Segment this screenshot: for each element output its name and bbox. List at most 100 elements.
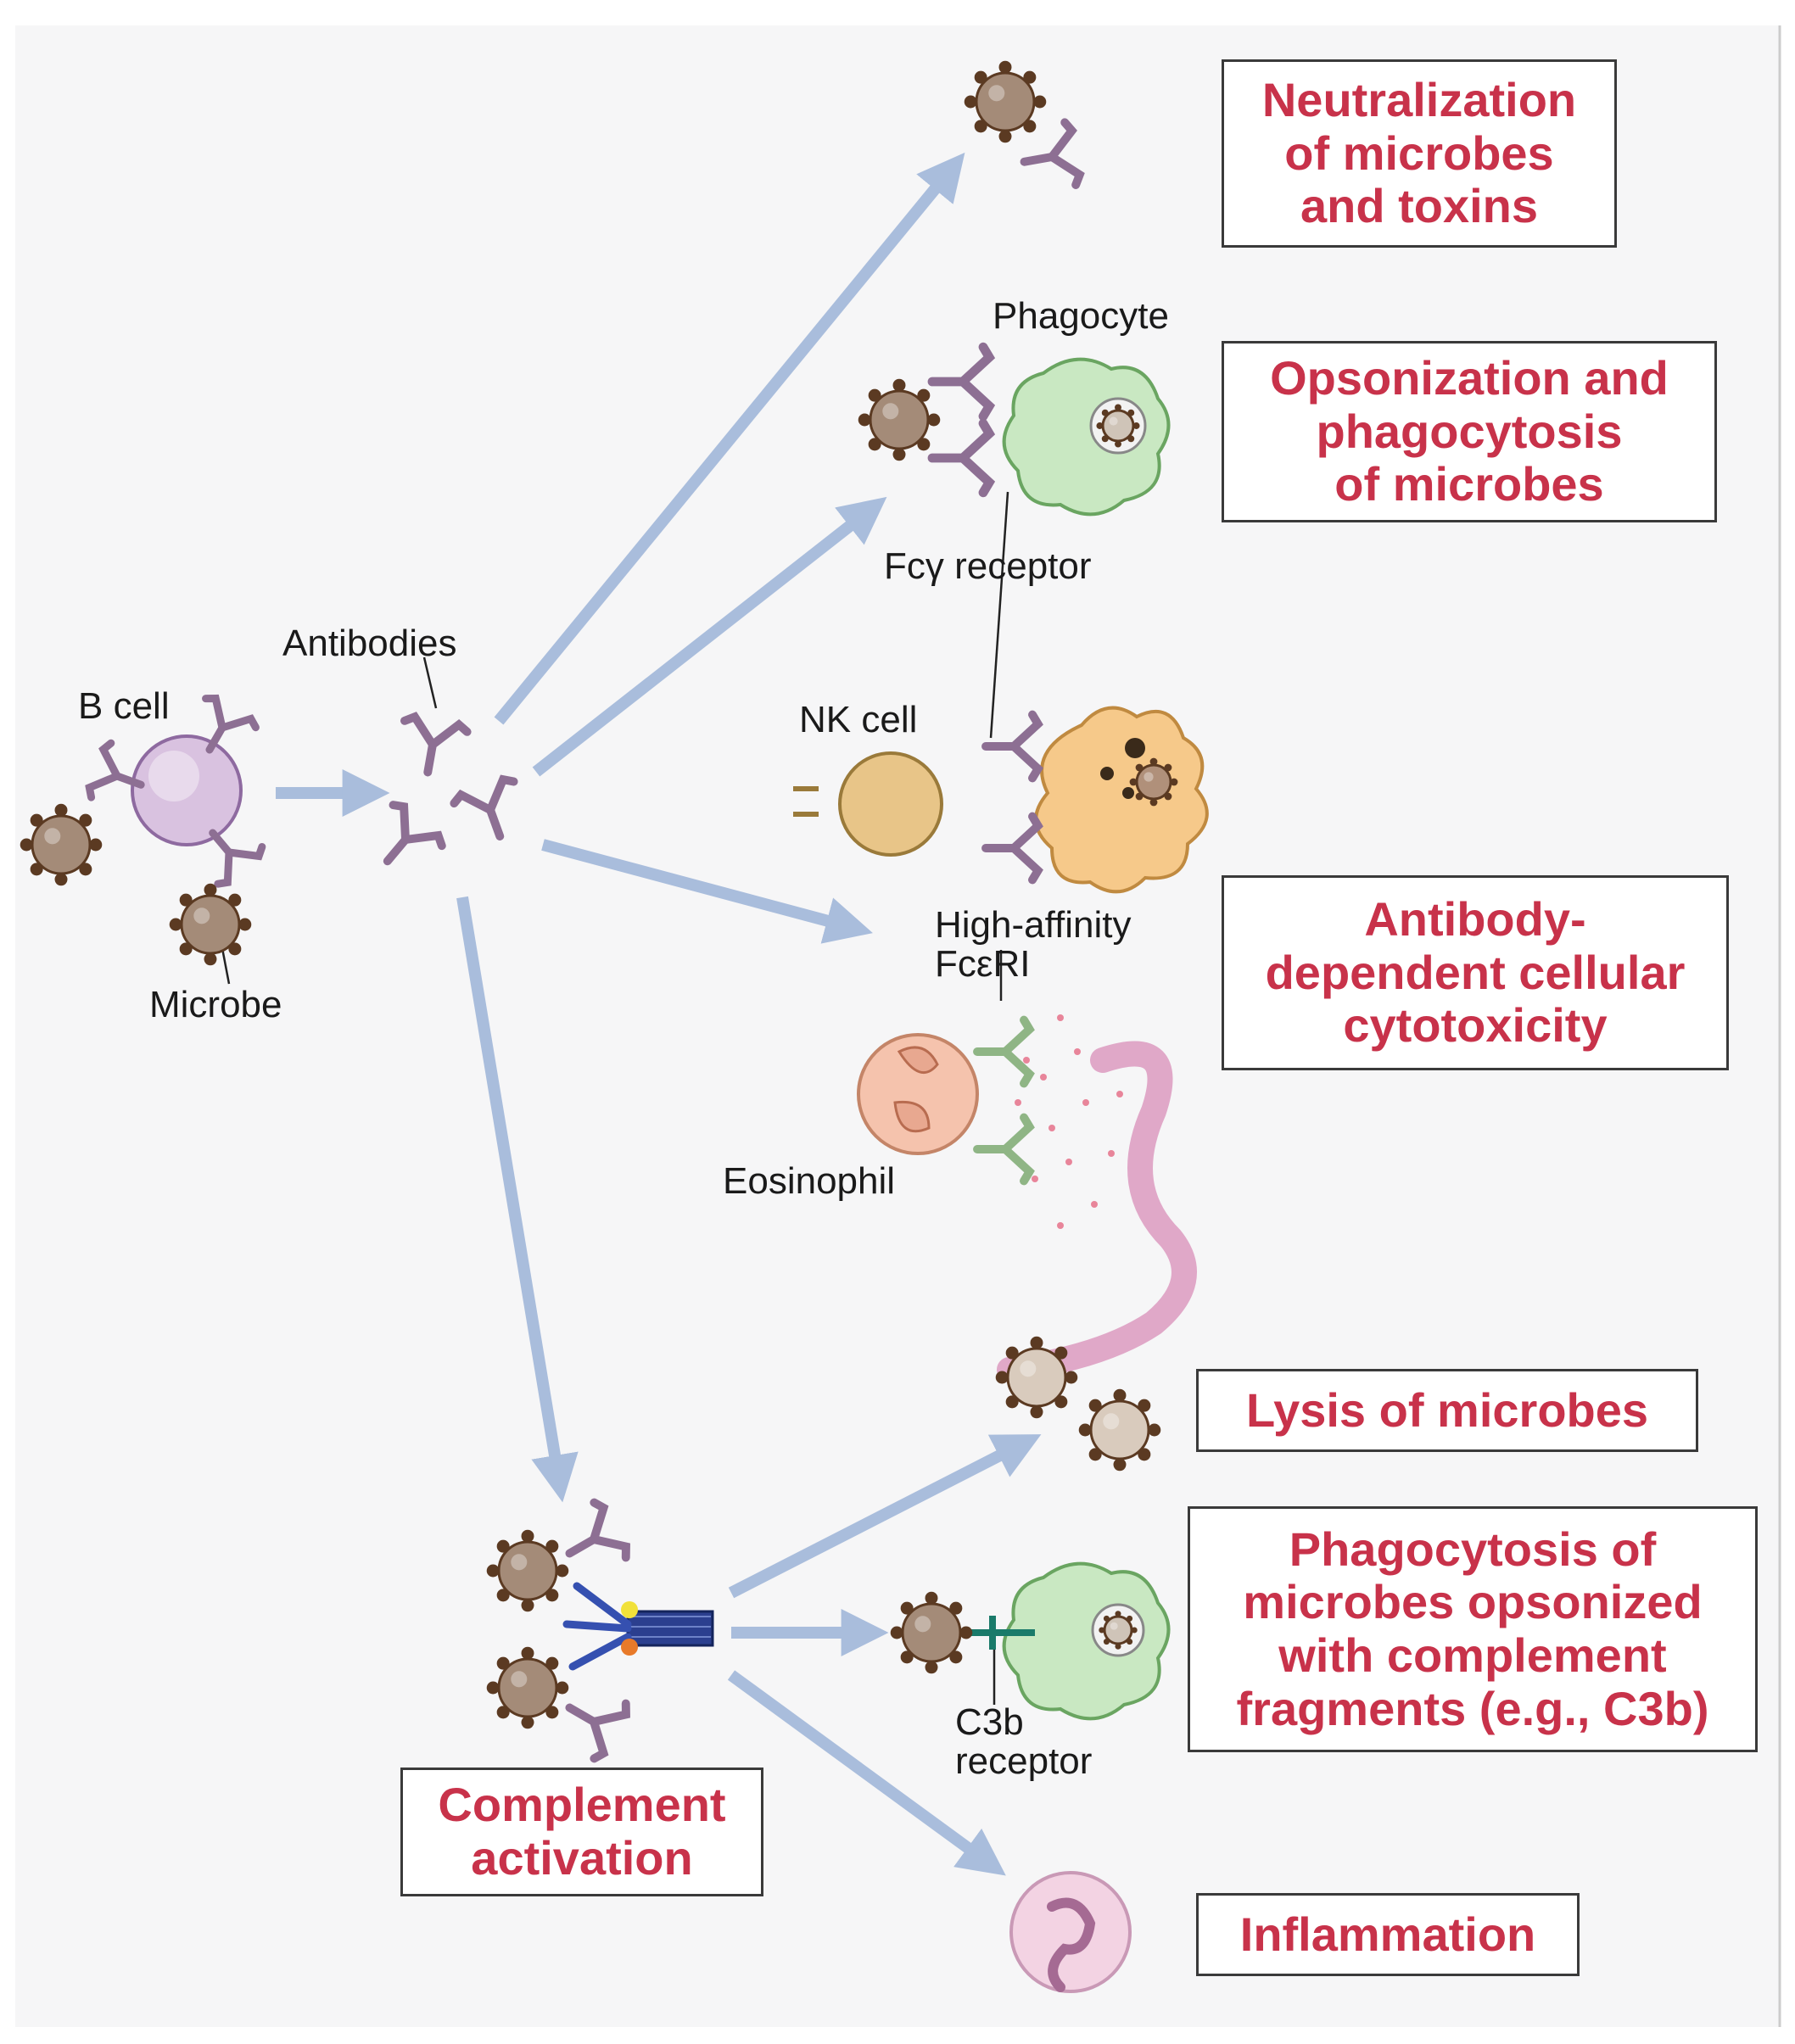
flow-arrow (728, 1434, 1042, 1599)
microbe-spike (998, 130, 1012, 143)
complement-c3 (621, 1601, 638, 1618)
microbe-spike (868, 388, 881, 402)
complement-antibody (565, 1498, 630, 1562)
free-antibody (400, 712, 472, 777)
free-antibody (383, 801, 446, 866)
microbe-spike (998, 60, 1012, 74)
microbe-body (975, 71, 1036, 132)
microbe-spike (204, 883, 217, 896)
leader-lines (221, 491, 1009, 1705)
microbe-spike (1005, 1395, 1019, 1409)
complement-antibody (565, 1699, 630, 1763)
microbe-spike (30, 813, 43, 827)
microbe-spike (1170, 778, 1178, 786)
leader-line (422, 656, 438, 709)
microbe-spike (20, 838, 33, 852)
microbe-spike (995, 1371, 1009, 1384)
microbe-spike (949, 1650, 963, 1664)
antibody-left-arm (202, 694, 226, 732)
microbe-highlight (988, 85, 1005, 102)
microbe-spike (486, 1681, 500, 1695)
antibody-right-arm (958, 377, 996, 422)
released-granule (1057, 1014, 1064, 1021)
ige-antibody (973, 1015, 1035, 1088)
antibody-left-arm (85, 772, 121, 801)
microbe-spike (892, 448, 906, 461)
microbe-spike (1088, 1399, 1102, 1412)
antibody-left-arm (1048, 118, 1077, 161)
microbe-spike (1138, 1448, 1151, 1461)
released-granule (1082, 1099, 1089, 1106)
antibody-right-arm (401, 830, 446, 851)
antibody-left-arm (958, 342, 996, 387)
flow-arrows (276, 152, 1042, 1876)
microbe-spike (1115, 404, 1121, 411)
microbe-highlight (914, 1616, 931, 1633)
eosinophil-label: Eosinophil (723, 1160, 896, 1202)
microbe-spike (1023, 70, 1037, 84)
phagocyte-label: Phagocyte (993, 295, 1169, 337)
antibody-stem (1020, 153, 1056, 166)
microbe-spike (1115, 1611, 1121, 1617)
eosinophil-nucleus (893, 1046, 939, 1133)
microbe-spike (228, 942, 242, 956)
released-granule (1040, 1074, 1047, 1081)
antibody-left-arm (225, 842, 266, 861)
nk-receptor (793, 786, 819, 817)
released-granule (1015, 1099, 1021, 1106)
microbe-spike (890, 1626, 903, 1639)
b-cell-label: B cell (78, 685, 170, 727)
antibody-left-arm (1001, 1015, 1035, 1056)
opsonizing-antibody (927, 418, 996, 498)
microbe-spike (1023, 120, 1037, 133)
microbe-spike (486, 1564, 500, 1578)
microbe-spike (556, 1564, 569, 1578)
free-antibody (450, 774, 518, 840)
nk-cell (838, 751, 943, 857)
complement-c5 (621, 1639, 638, 1656)
released-granule (1074, 1048, 1081, 1055)
cells-layer (131, 357, 1209, 1993)
complement-proteins (562, 1582, 632, 1671)
released-granule (1116, 1091, 1123, 1097)
phagocytosis-c3b-box: Phagocytosis of microbes opsonized with … (1188, 1506, 1758, 1752)
lysis-box: Lysis of microbes (1196, 1369, 1698, 1452)
microbe-body (1089, 1399, 1150, 1460)
microbe-spike (179, 893, 193, 907)
microbe-icon (169, 883, 252, 966)
microbe-spike (1131, 1627, 1138, 1634)
microbe-label: Microbe (149, 984, 282, 1025)
lysed-microbe-icon (1078, 1388, 1161, 1472)
antibody-stem (565, 1703, 598, 1726)
antibodies-label: Antibodies (282, 623, 457, 664)
microbe-body (1101, 409, 1135, 443)
microbe-spike (1099, 1627, 1105, 1634)
microbe-highlight (1144, 772, 1154, 782)
c3b-receptor-label: C3b receptor (955, 1701, 1093, 1783)
neutralization-box: Neutralization of microbes and toxins (1222, 59, 1617, 248)
microbe-highlight (511, 1671, 528, 1688)
target-granule (1122, 787, 1134, 799)
antibody-right-arm (486, 774, 518, 814)
microbe-spike (1113, 1388, 1127, 1402)
nk-cell-label: NK cell (799, 699, 918, 740)
microbe-icon (486, 1529, 569, 1612)
microbe-spike (1005, 1346, 1019, 1360)
leader-line (221, 947, 231, 985)
antibody-right-arm (214, 848, 233, 888)
microbe-spike (1113, 1458, 1127, 1472)
flow-arrow (456, 896, 579, 1503)
adcc-antibody (981, 812, 1043, 885)
microbe-spike (545, 1539, 559, 1553)
microbe-spike (79, 813, 92, 827)
antibody-left-arm (1009, 812, 1043, 852)
microbe-spike (521, 1646, 534, 1660)
released-granule (1091, 1201, 1098, 1208)
microbe-spike (917, 438, 931, 451)
antibody-right-arm (1048, 153, 1085, 189)
antibody-stem (423, 740, 437, 777)
released-granule (1032, 1176, 1038, 1182)
opsonization-box: Opsonization and phagocytosis of microbe… (1222, 341, 1717, 522)
microbes-layer (20, 60, 1178, 1729)
antibody-right-arm (1009, 844, 1043, 885)
